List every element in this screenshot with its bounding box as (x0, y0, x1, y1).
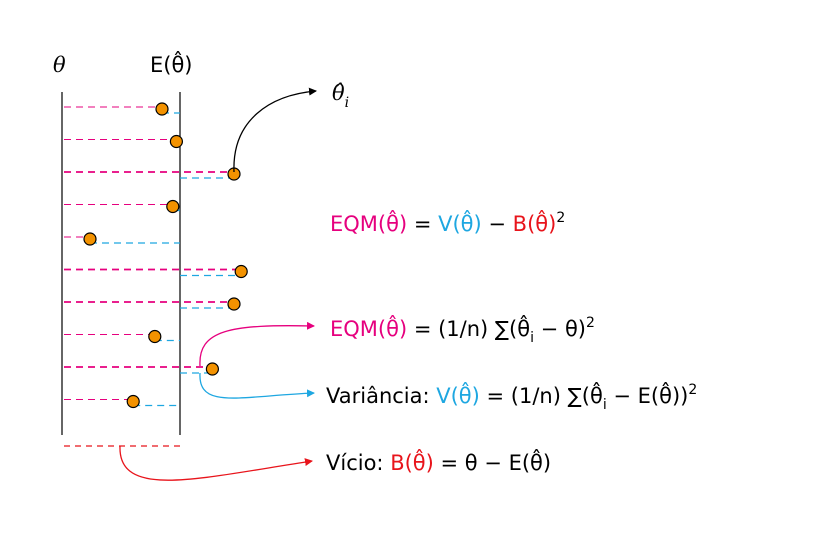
eqm-arrow (199, 321, 315, 367)
estimate-arrow (233, 87, 317, 173)
theta-header: θ (53, 53, 66, 77)
expectation-header: E(θ̂) (150, 51, 193, 77)
estimate-point (83, 232, 97, 246)
variance-formula: Variância: V(θ̂) = (1/n) ∑(θ̂i − E(θ̂))2 (326, 382, 697, 413)
eqm-decomposition-formula: EQM(θ̂) = V(θ̂) − B(θ̂)2 (330, 210, 565, 236)
eqm-definition-formula: EQM(θ̂) = (1/n) ∑(θ̂i − θ)2 (330, 315, 595, 346)
estimate-point (155, 102, 169, 116)
estimate-rows (64, 102, 248, 409)
estimate-point (126, 394, 140, 409)
estimate-point (166, 199, 180, 214)
bias-formula: Vício: B(θ̂) = θ − E(θ̂) (326, 449, 551, 475)
estimate-label: θ̂i (332, 81, 349, 111)
estimate-point (227, 297, 241, 311)
estimate-point (169, 134, 183, 149)
estimate-point (205, 362, 219, 376)
variance-arrow (199, 372, 315, 399)
estimate-point (234, 264, 248, 279)
bias-arrow (119, 445, 313, 481)
estimate-point (148, 329, 162, 344)
